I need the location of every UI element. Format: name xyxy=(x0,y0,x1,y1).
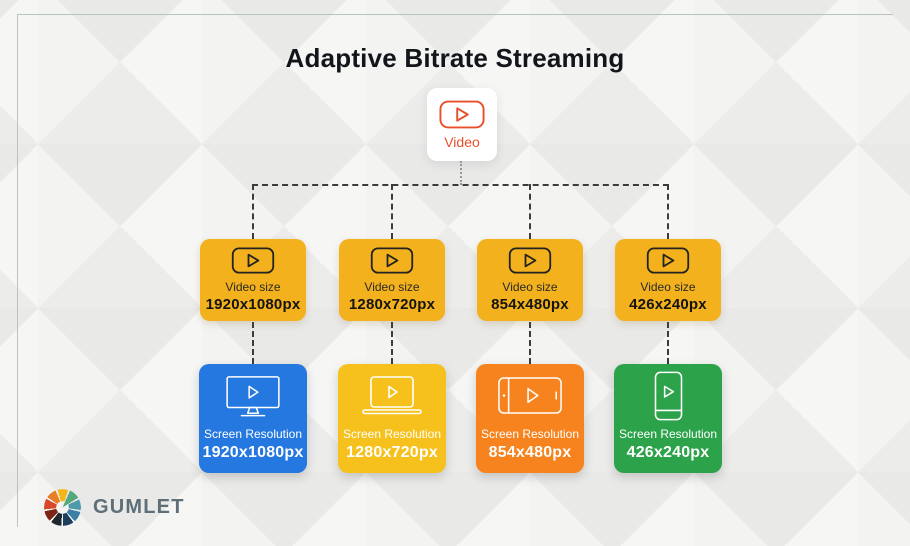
connector-branch-4 xyxy=(667,184,669,239)
video-size-label: Video size xyxy=(502,280,558,294)
video-play-icon xyxy=(231,247,275,274)
frame-border-left xyxy=(17,14,18,527)
screen-resolution-label: Screen Resolution xyxy=(203,427,303,441)
connector-branch-3 xyxy=(529,184,531,239)
screen-resolution-value: 426x240px xyxy=(626,444,710,461)
screen-resolution-value: 1280x720px xyxy=(346,444,438,461)
gumlet-logo-ring xyxy=(44,489,81,526)
connector-branch-1 xyxy=(252,184,254,239)
video-play-icon xyxy=(508,247,552,274)
page-title: Adaptive Bitrate Streaming xyxy=(285,43,625,73)
screen-resolution-value: 1920x1080px xyxy=(202,444,304,461)
brand-footer: GUMLET xyxy=(44,489,185,526)
laptop-icon xyxy=(338,364,446,427)
frame-border-top xyxy=(17,14,893,15)
screen-node-laptop: Screen Resolution 1280x720px xyxy=(338,364,446,473)
connector-horizontal xyxy=(252,184,669,186)
connector-root-drop xyxy=(460,161,462,185)
video-play-icon xyxy=(646,247,690,274)
screen-node-desktop: Screen Resolution 1920x1080px xyxy=(199,364,307,473)
video-size-node-426x240: Video size 426x240px xyxy=(615,239,721,321)
video-size-resolution: 1280x720px xyxy=(348,296,436,313)
screen-node-smartphone: Screen Resolution 426x240px xyxy=(614,364,722,473)
connector-branch-2 xyxy=(391,184,393,239)
video-size-node-854x480: Video size 854x480px xyxy=(477,239,583,321)
root-video-node: Video xyxy=(427,88,497,161)
video-size-node-1920x1080: Video size 1920x1080px xyxy=(200,239,306,321)
video-size-label: Video size xyxy=(225,280,281,294)
connector-stub-1 xyxy=(252,322,254,364)
video-size-resolution: 854x480px xyxy=(491,296,569,313)
brand-name: GUMLET xyxy=(93,496,185,518)
video-play-icon xyxy=(439,100,485,129)
video-size-label: Video size xyxy=(364,280,420,294)
screen-resolution-label: Screen Resolution xyxy=(342,427,442,441)
connector-stub-3 xyxy=(529,322,531,364)
screen-resolution-value: 854x480px xyxy=(488,444,572,461)
video-play-icon xyxy=(370,247,414,274)
video-size-resolution: 1920x1080px xyxy=(205,296,301,313)
gumlet-logo-icon xyxy=(44,489,81,526)
tablet-landscape-icon xyxy=(476,364,584,427)
video-size-label: Video size xyxy=(640,280,696,294)
video-size-resolution: 426x240px xyxy=(629,296,707,313)
video-size-node-1280x720: Video size 1280x720px xyxy=(339,239,445,321)
screen-resolution-label: Screen Resolution xyxy=(618,427,718,441)
smartphone-icon xyxy=(614,364,722,427)
desktop-monitor-icon xyxy=(199,364,307,427)
root-video-label: Video xyxy=(444,133,480,150)
screen-resolution-label: Screen Resolution xyxy=(480,427,580,441)
screen-node-tablet: Screen Resolution 854x480px xyxy=(476,364,584,473)
connector-stub-4 xyxy=(667,322,669,364)
connector-stub-2 xyxy=(391,322,393,364)
